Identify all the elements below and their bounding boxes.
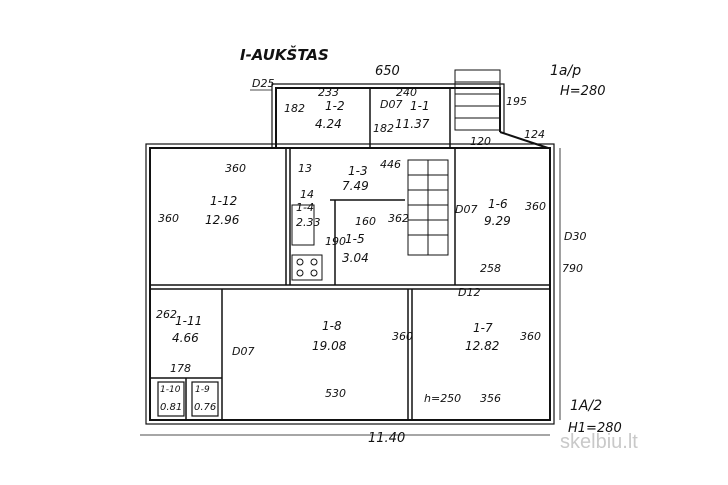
dimension-label: 233 (318, 86, 339, 99)
dimension-label: 190 (325, 235, 346, 248)
room-id: 1-4 (296, 201, 314, 214)
dimension-label: 446 (380, 158, 401, 171)
dimension-label: D07 (232, 345, 254, 358)
interior-walls (150, 88, 550, 420)
room-id: 1-12 (210, 194, 237, 208)
dimension-label: 360 (225, 162, 246, 175)
room-id: 1-7 (473, 321, 493, 335)
room-area: 9.29 (484, 214, 511, 228)
dimension-label: D07 (455, 203, 477, 216)
dimension-label: 14 (300, 188, 314, 201)
dimension-label: 356 (480, 392, 501, 405)
dimension-label: h=250 (424, 392, 461, 405)
room-area: 7.49 (342, 179, 369, 193)
exterior-walls (145, 83, 555, 425)
room-id: 1-5 (345, 232, 365, 246)
dimension-label: 258 (480, 262, 501, 275)
room-labels: 1-1 11.37 1-2 4.24 1-3 7.49 1-4 2.33 1-5… (160, 99, 511, 413)
dimension-lines (140, 89, 561, 436)
dimension-label: 360 (392, 330, 413, 343)
dimension-label: D12 (458, 286, 480, 299)
dimension-label: 178 (170, 362, 191, 375)
room-area: 4.66 (172, 331, 199, 345)
room-id: 1-6 (488, 197, 508, 211)
dimension-label: 13 (298, 162, 312, 175)
stove-fixture (291, 204, 323, 281)
room-area: 0.81 (160, 402, 182, 413)
room-area: 2.33 (296, 216, 321, 229)
dimension-label: 360 (158, 212, 179, 225)
dimension-label: D25 (252, 77, 274, 90)
corner-note-bottom: 1A/2 (570, 398, 602, 414)
watermark: skelbiu.lt (560, 431, 638, 453)
room-id: 1-3 (348, 164, 368, 178)
dimension-label: 362 (388, 212, 409, 225)
room-area: 19.08 (312, 339, 347, 353)
room-area: 12.96 (205, 213, 240, 227)
room-id: 1-8 (322, 319, 342, 333)
room-area: 11.37 (395, 117, 430, 131)
dimension-label: 160 (355, 215, 376, 228)
storage-boxes (157, 381, 219, 417)
room-area: 12.82 (465, 339, 499, 353)
dimension-label: 240 (396, 86, 417, 99)
dimension-label: D07 (380, 98, 402, 111)
room-id: 1-2 (325, 99, 345, 113)
room-id: 1-10 (160, 385, 181, 395)
dimension-label: D30 (564, 230, 586, 243)
room-id: 1-9 (195, 385, 210, 395)
dimension-label: 120 (470, 135, 491, 148)
stairs (407, 69, 501, 256)
room-area: 3.04 (342, 251, 369, 265)
dimension-label: 195 (506, 95, 527, 108)
dimension-label: 262 (156, 308, 177, 321)
dimension-label: 360 (525, 200, 546, 213)
height-note-bottom: H1=280 (568, 421, 622, 436)
room-id: 1-11 (175, 314, 202, 328)
dimension-labels: D25 182 233 240 D07 182 195 120 124 360 … (156, 77, 586, 405)
room-id: 1-1 (410, 99, 430, 113)
plan-title: I-AUKŠTAS (240, 44, 329, 64)
room-area: 4.24 (315, 117, 342, 131)
overall-bottom-dimension: 11.40 (368, 431, 405, 446)
dimension-label: 124 (524, 128, 545, 141)
dimension-label: 182 (373, 122, 394, 135)
corner-note-top: 1a/p (550, 63, 581, 79)
room-area: 0.76 (194, 402, 216, 413)
height-note-top: H=280 (560, 84, 605, 99)
overall-top-dimension: 650 (375, 64, 400, 79)
dimension-label: 790 (562, 262, 583, 275)
dimension-label: 530 (325, 387, 346, 400)
dimension-label: 360 (520, 330, 541, 343)
dimension-label: 182 (284, 102, 305, 115)
